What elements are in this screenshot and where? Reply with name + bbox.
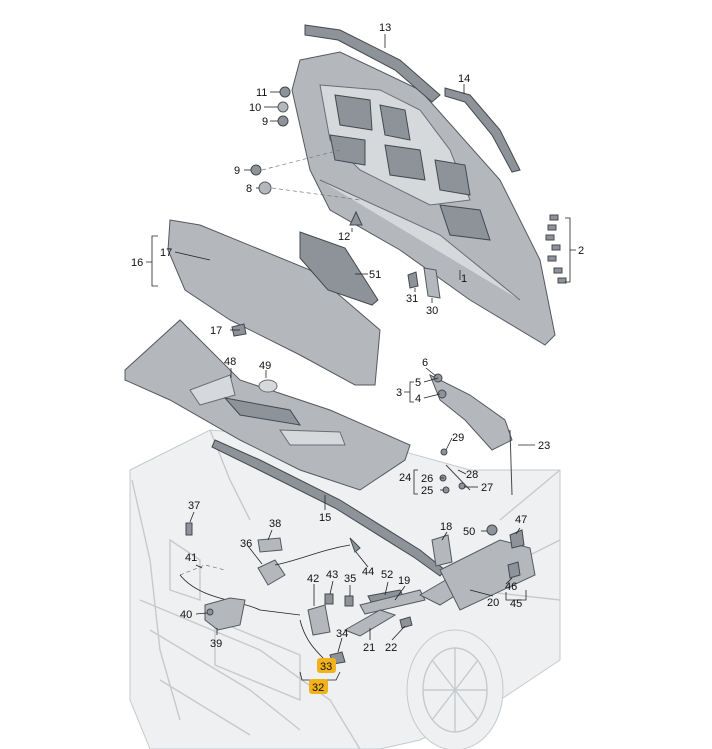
callout-5: 5: [415, 377, 421, 389]
callout-36: 36: [240, 538, 252, 550]
insulation-pad-51: [299, 231, 379, 306]
callout-12: 12: [338, 231, 350, 243]
callout-32-highlight: [309, 679, 328, 694]
callout-3: 3: [396, 387, 402, 399]
clip-31: [407, 271, 419, 289]
callout-9b: 9: [234, 165, 240, 177]
callout-6: 6: [422, 357, 428, 369]
callout-19: 19: [398, 575, 410, 587]
seal-18: [431, 534, 453, 567]
callout-41: 41: [185, 552, 197, 564]
callout-25: 25: [421, 485, 433, 497]
callout-17b: 17: [210, 325, 222, 337]
callout-4: 4: [415, 393, 421, 405]
callout-28: 28: [466, 469, 478, 481]
callout-13: 13: [379, 22, 391, 34]
leader-lines: [146, 34, 576, 681]
callout-46: 46: [505, 581, 517, 593]
hood-panel: [291, 51, 556, 346]
lock-42: [307, 604, 331, 636]
bracket-35: [344, 595, 354, 607]
callout-51: 51: [369, 269, 381, 281]
callout-26: 26: [421, 473, 433, 485]
washer-10: [277, 101, 289, 113]
bracket-43: [324, 593, 334, 605]
callout-31: 31: [406, 293, 418, 305]
clip-50: [486, 524, 498, 536]
callout-34: 34: [336, 628, 348, 640]
callout-35: 35: [344, 573, 356, 585]
trim-19: [359, 589, 426, 615]
callout-30: 30: [426, 305, 438, 317]
callout-45: 45: [510, 598, 522, 610]
nut-9b: [250, 164, 262, 176]
callout-43: 43: [326, 569, 338, 581]
seal-strip-15: [211, 439, 446, 577]
callout-48: 48: [224, 356, 236, 368]
callout-10: 10: [249, 102, 261, 114]
callout-32: 32: [312, 682, 324, 694]
plenum-cover: [124, 319, 411, 491]
callout-23: 23: [538, 440, 550, 452]
callout-labels: 1 2 3 4 5 6 8 9 9 10 11 12 13 14 15 16 1…: [131, 22, 584, 694]
callout-29: 29: [452, 432, 464, 444]
hood-insulation-mat: [167, 219, 381, 386]
panel-45: [439, 539, 536, 611]
bolt-set-2: [545, 214, 567, 284]
car-body-outline: [129, 429, 561, 749]
callout-11: 11: [256, 87, 267, 99]
callout-16: 16: [131, 257, 143, 269]
callout-38: 38: [269, 518, 281, 530]
lever-44: [349, 537, 361, 553]
callout-17a: 17: [160, 247, 172, 259]
callout-42: 42: [307, 573, 319, 585]
callout-14: 14: [458, 73, 470, 85]
lock-39: [204, 597, 246, 631]
callout-2: 2: [578, 245, 584, 257]
bracket-30: [423, 267, 441, 299]
callout-27: 27: [481, 482, 493, 494]
callout-44: 44: [362, 566, 374, 578]
callout-24: 24: [399, 472, 411, 484]
callout-20: 20: [487, 597, 499, 609]
callout-1: 1: [461, 273, 467, 285]
bolt-40: [206, 608, 214, 616]
clip-37: [185, 522, 193, 536]
clip-46: [507, 561, 521, 579]
callout-8: 8: [246, 183, 252, 195]
callout-37: 37: [188, 500, 200, 512]
callout-47: 47: [515, 514, 527, 526]
callout-52: 52: [381, 569, 393, 581]
callout-40: 40: [180, 609, 192, 621]
callout-49: 49: [259, 360, 271, 372]
callout-39: 39: [210, 638, 222, 650]
fasteners: [231, 86, 441, 337]
clip-22: [399, 616, 413, 629]
callout-33: 33: [320, 661, 332, 673]
nut-9a: [277, 115, 289, 127]
release-38: [257, 537, 283, 553]
nut-11: [279, 86, 291, 98]
bumper-8: [258, 181, 272, 195]
hood-seal-strip-14: [444, 87, 521, 173]
callout-18: 18: [440, 521, 452, 533]
callout-9a: 9: [262, 116, 268, 128]
grommet-49: [258, 379, 278, 393]
callout-21: 21: [363, 642, 375, 654]
callout-50: 50: [463, 526, 475, 538]
lock-36: [257, 559, 286, 586]
hood-seal-strip-13: [304, 24, 441, 103]
callout-15: 15: [319, 512, 331, 524]
hinge-assembly: [429, 373, 513, 496]
callout-33-highlight: [317, 658, 336, 673]
buffer-12: [349, 210, 363, 226]
callout-22: 22: [385, 642, 397, 654]
trim-21: [343, 609, 397, 637]
